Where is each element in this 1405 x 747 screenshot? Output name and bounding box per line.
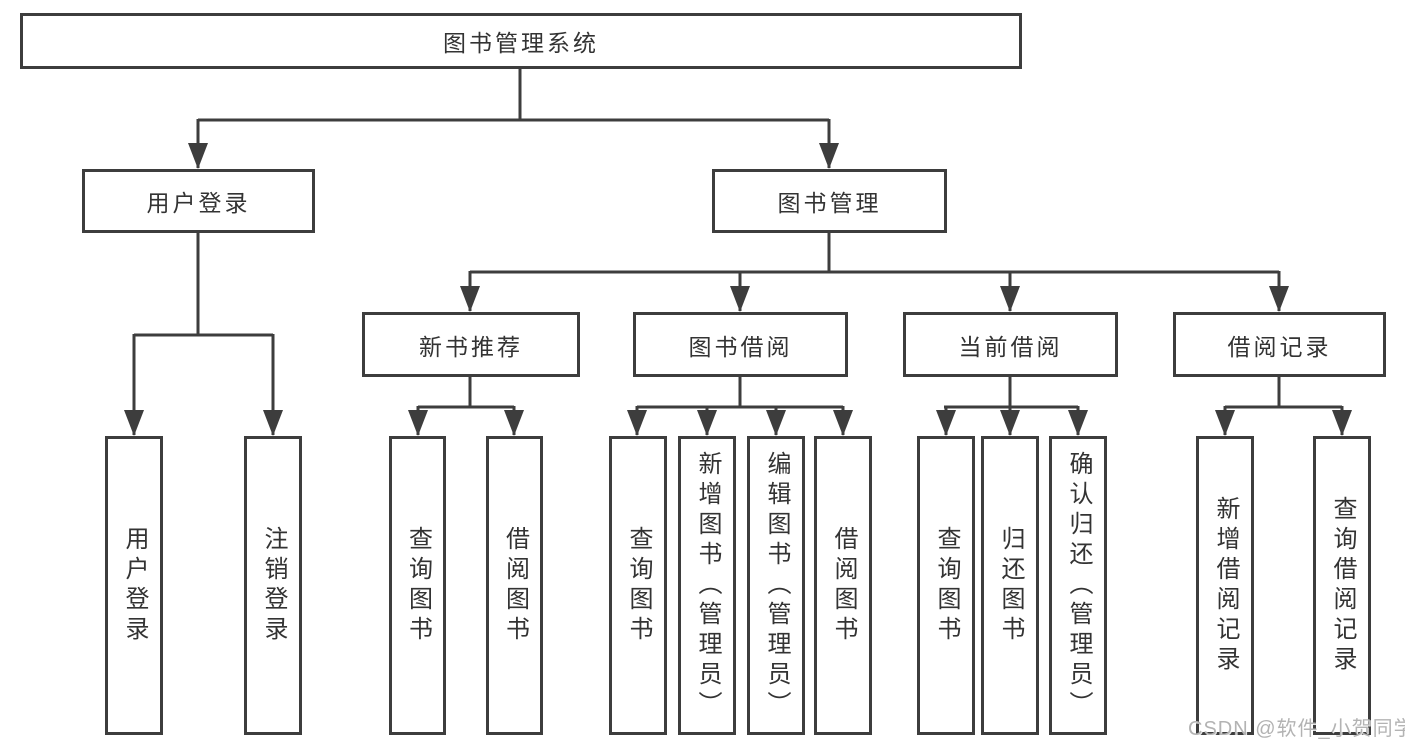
- connector-rails: [134, 69, 1342, 409]
- node-new-book-recommend: 新书推荐: [362, 312, 580, 377]
- watermark: CSDN @软件_小贺同学: [1188, 718, 1405, 740]
- leaf-borrow-books-recommend: 借阅图书: [486, 436, 543, 735]
- leaf-borrow-books: 借阅图书: [814, 436, 872, 735]
- leaf-query-borrow-record: 查询借阅记录: [1313, 436, 1371, 735]
- leaf-query-books-borrow: 查询图书: [609, 436, 667, 735]
- leaf-return-books: 归还图书: [981, 436, 1039, 735]
- leaf-user-login: 用户登录: [105, 436, 163, 735]
- node-borrow-records: 借阅记录: [1173, 312, 1386, 377]
- node-book-borrow: 图书借阅: [633, 312, 848, 377]
- leaf-confirm-return-admin: 确认归还（管理员）: [1049, 436, 1107, 735]
- leaf-logout: 注销登录: [244, 436, 302, 735]
- leaf-query-books-current: 查询图书: [917, 436, 975, 735]
- leaf-add-book-admin: 新增图书（管理员）: [678, 436, 736, 735]
- leaf-edit-book-admin: 编辑图书（管理员）: [747, 436, 805, 735]
- node-book-management: 图书管理: [712, 169, 947, 233]
- node-current-borrow: 当前借阅: [903, 312, 1118, 377]
- node-library-management-system: 图书管理系统: [20, 13, 1022, 69]
- connector-arrows: [124, 119, 1352, 436]
- leaf-add-borrow-record: 新增借阅记录: [1196, 436, 1254, 735]
- node-user-login: 用户登录: [82, 169, 315, 233]
- leaf-query-books-recommend: 查询图书: [389, 436, 446, 735]
